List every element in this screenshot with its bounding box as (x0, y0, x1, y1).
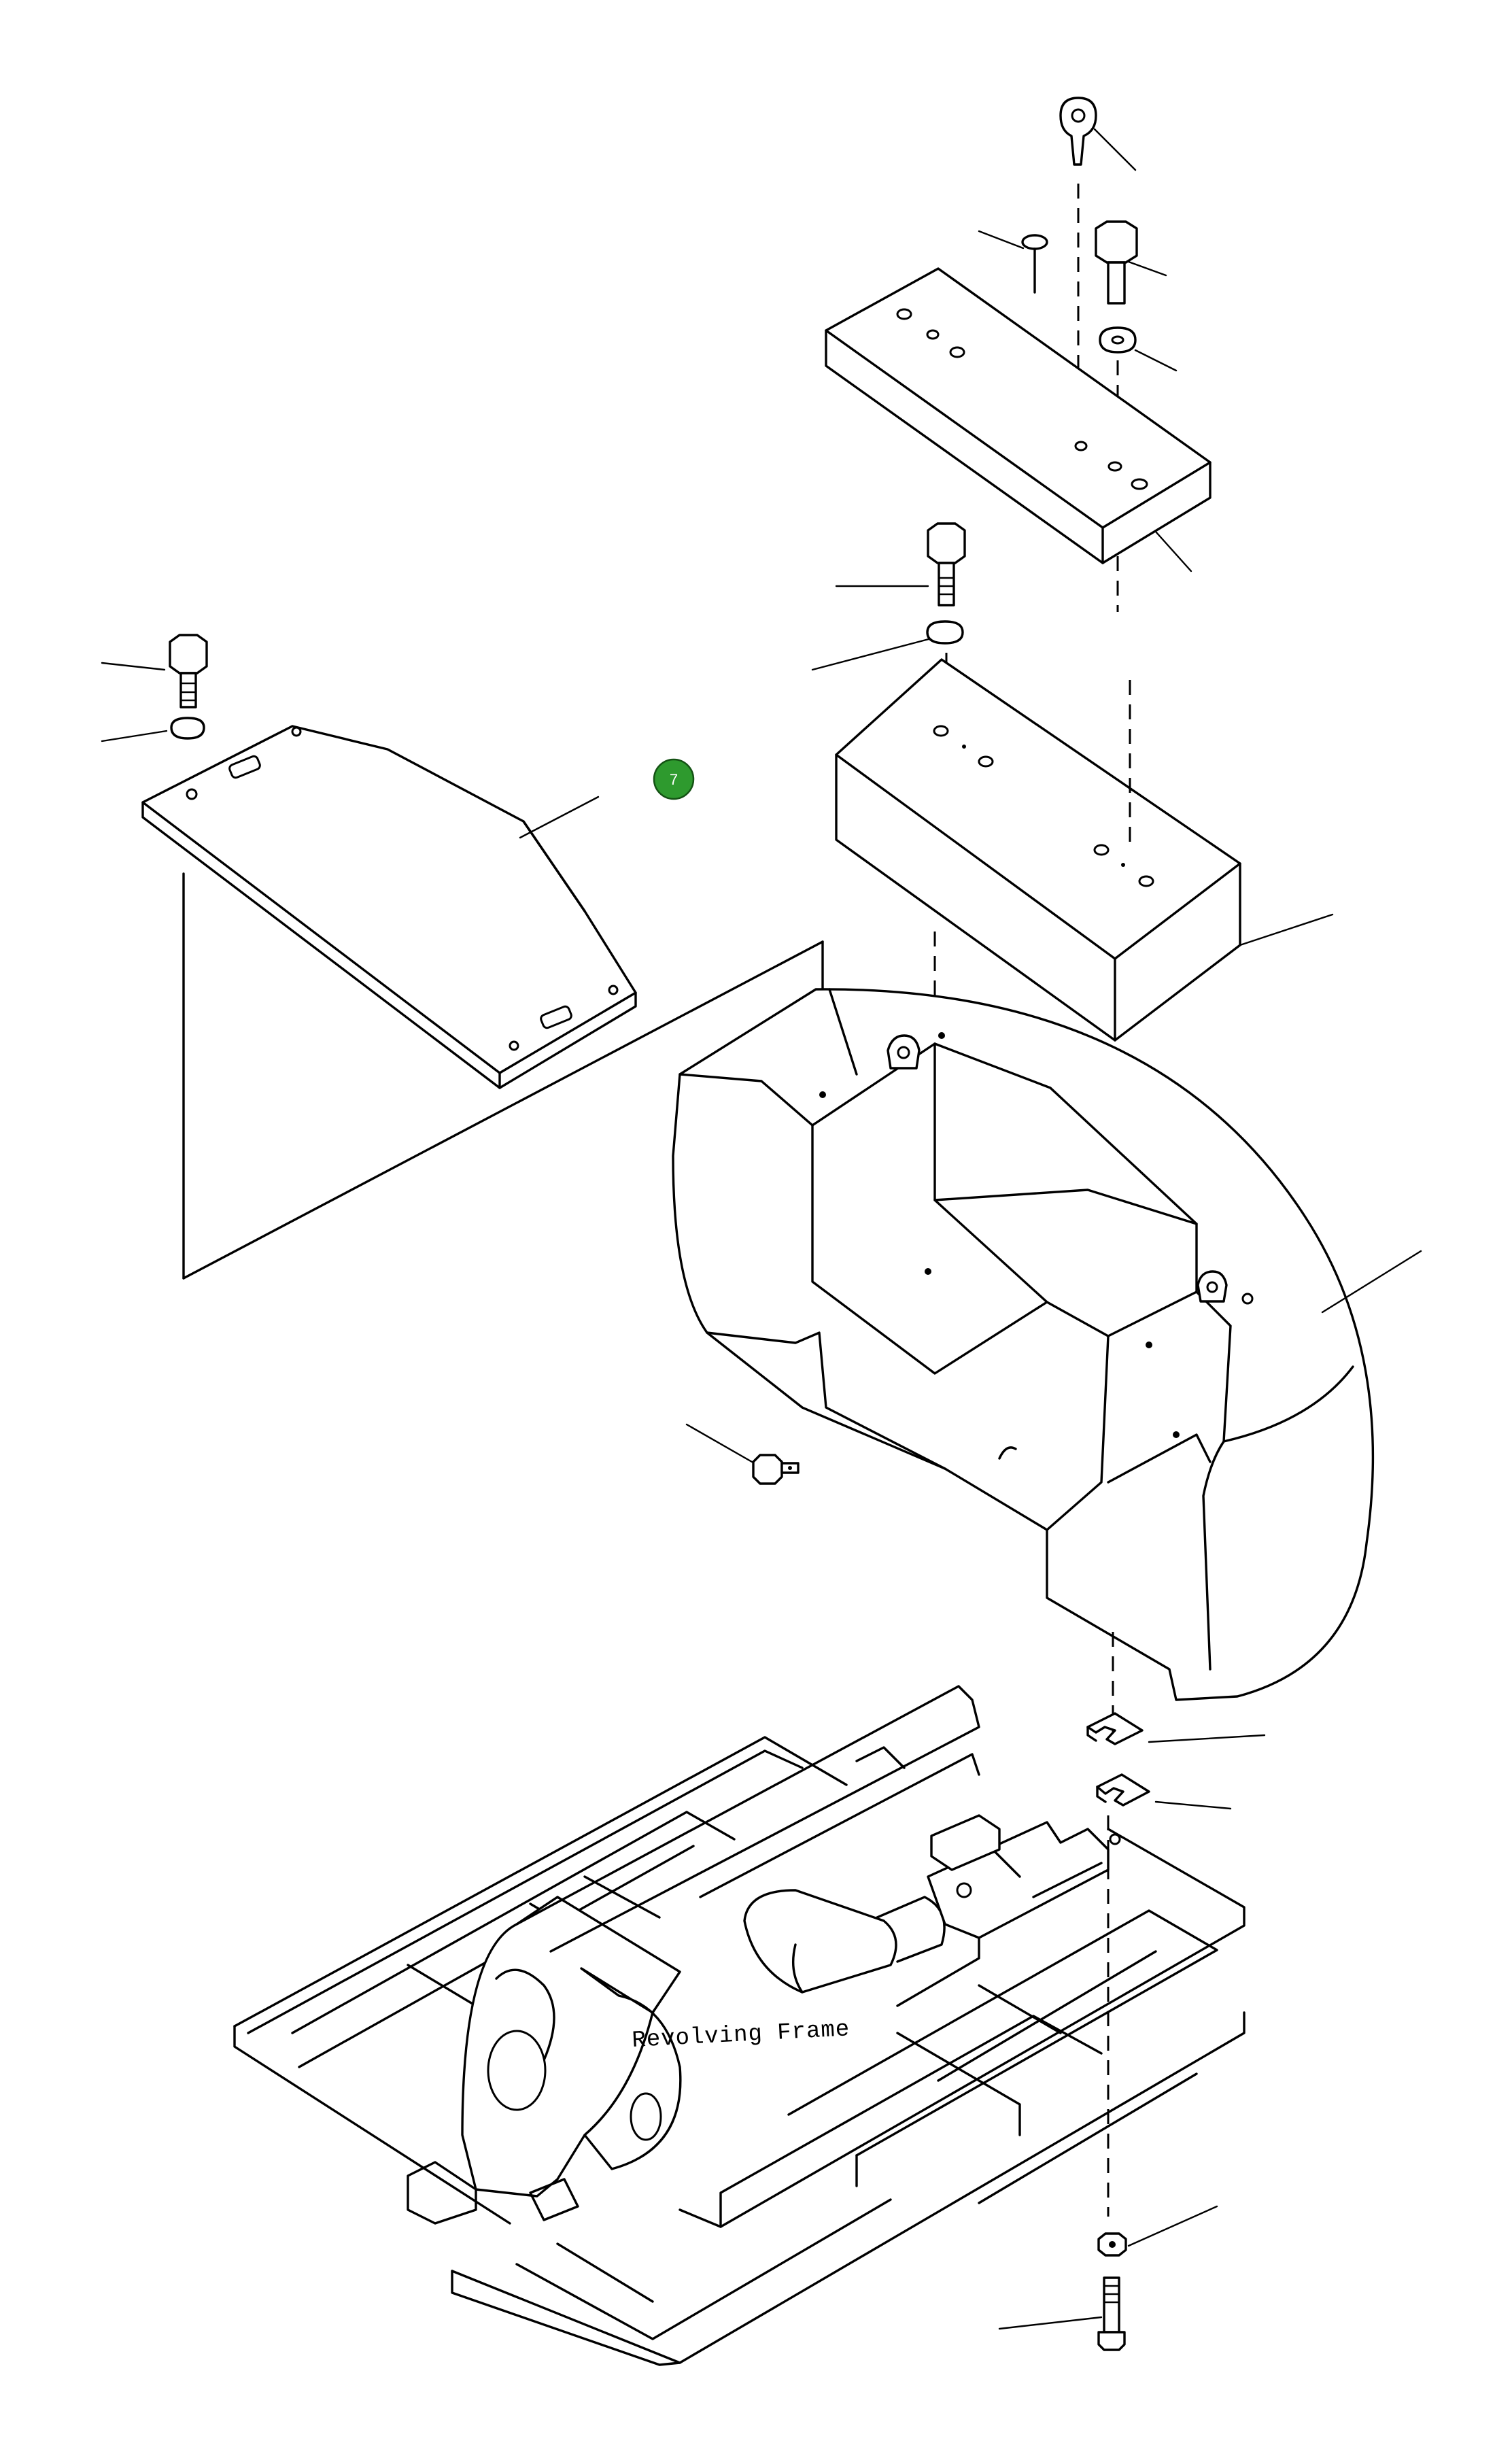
top-plate (825, 267, 1212, 564)
hex-bolt-left (169, 634, 208, 708)
revolving-frame: Revolving Frame (233, 1685, 1245, 2366)
leader-counterweight-block (1239, 913, 1334, 946)
frame-label: Revolving Frame (632, 2017, 851, 2054)
leader-shim-upper (1148, 1734, 1266, 1743)
shim-upper (1086, 1712, 1144, 1745)
pin (1021, 234, 1048, 294)
leader-eye-bolt (1093, 128, 1137, 171)
leader-shim-lower (1154, 1800, 1232, 1810)
leader-nut-bottom (1127, 2205, 1218, 2247)
washer-middle (926, 620, 964, 645)
washer-left (170, 717, 205, 740)
counterweight-block (835, 658, 1241, 1042)
shim-lower (1096, 1773, 1150, 1807)
washer-top (1099, 326, 1137, 354)
hex-bolt-middle (927, 522, 966, 607)
eye-bolt (1059, 97, 1097, 166)
cover-plate (141, 725, 637, 1089)
leader-washer-left (101, 730, 168, 742)
leader-hex-bolt-left (101, 662, 166, 671)
bolt-bottom (1097, 2276, 1126, 2351)
callout-number: 7 (670, 771, 678, 788)
leader-hex-bolt-top (1127, 260, 1167, 277)
leader-bolt-bottom (998, 2316, 1103, 2330)
leader-rear-housing (1321, 1250, 1422, 1314)
leader-side-bolt (685, 1423, 753, 1463)
hex-bolt-top (1095, 220, 1138, 305)
leader-washer-middle (811, 638, 930, 671)
side-bolt (752, 1454, 800, 1485)
rear-housing (672, 988, 1375, 1701)
leader-cover-plate (519, 796, 600, 839)
leader-pin (978, 230, 1025, 250)
callout-7[interactable]: 7 (653, 758, 695, 800)
nut-bottom (1097, 2232, 1127, 2257)
leader-top-plate (1154, 530, 1192, 573)
leader-washer-top (1134, 349, 1178, 372)
